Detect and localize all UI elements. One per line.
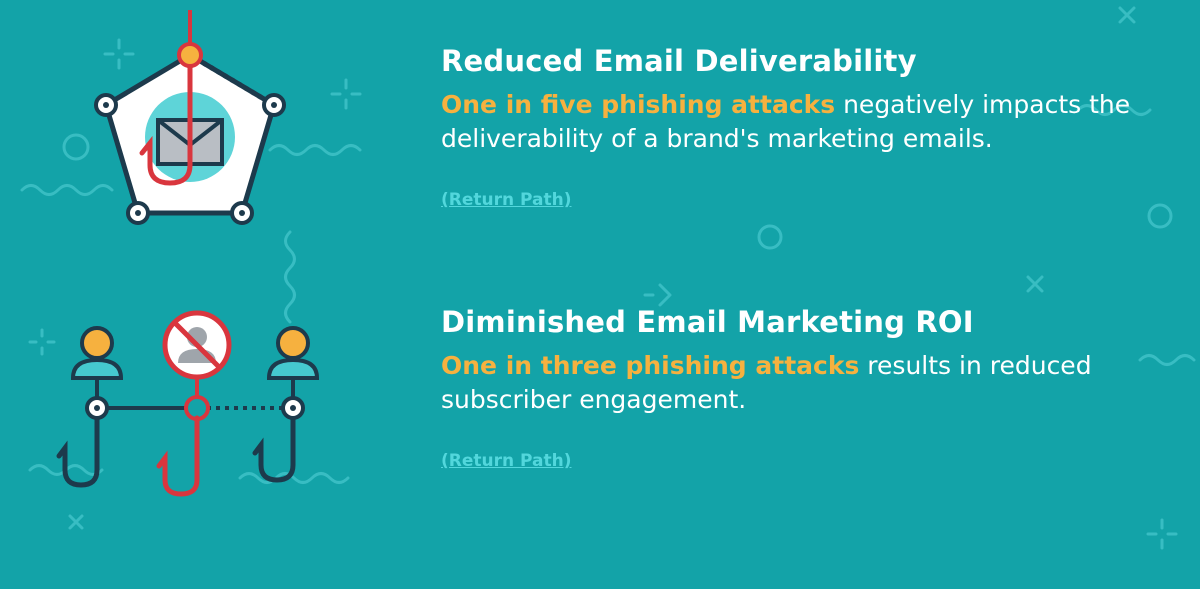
stat-text: results in reduced subscriber engagement… xyxy=(441,351,1092,414)
section-marketing-roi: Diminished Email Marketing ROI One in th… xyxy=(441,303,1161,471)
phishing-hooked-subscribers-icon xyxy=(56,310,320,497)
stat-highlight: One in three phishing attacks xyxy=(441,351,860,380)
section-title: Reduced Email Deliverability xyxy=(441,44,917,78)
stat-highlight: One in five phishing attacks xyxy=(441,90,836,119)
source-link[interactable]: (Return Path) xyxy=(441,190,572,210)
stat-text: negatively impacts the deliverability of… xyxy=(441,90,1131,153)
section-title: Diminished Email Marketing ROI xyxy=(441,305,974,339)
section-deliverability: Reduced Email Deliverability One in five… xyxy=(441,42,1161,210)
phishing-hook-envelope-icon xyxy=(94,10,286,225)
section-description: One in three phishing attacks results in… xyxy=(441,349,1161,417)
source-link[interactable]: (Return Path) xyxy=(441,451,572,471)
section-description: One in five phishing attacks negatively … xyxy=(441,88,1161,156)
